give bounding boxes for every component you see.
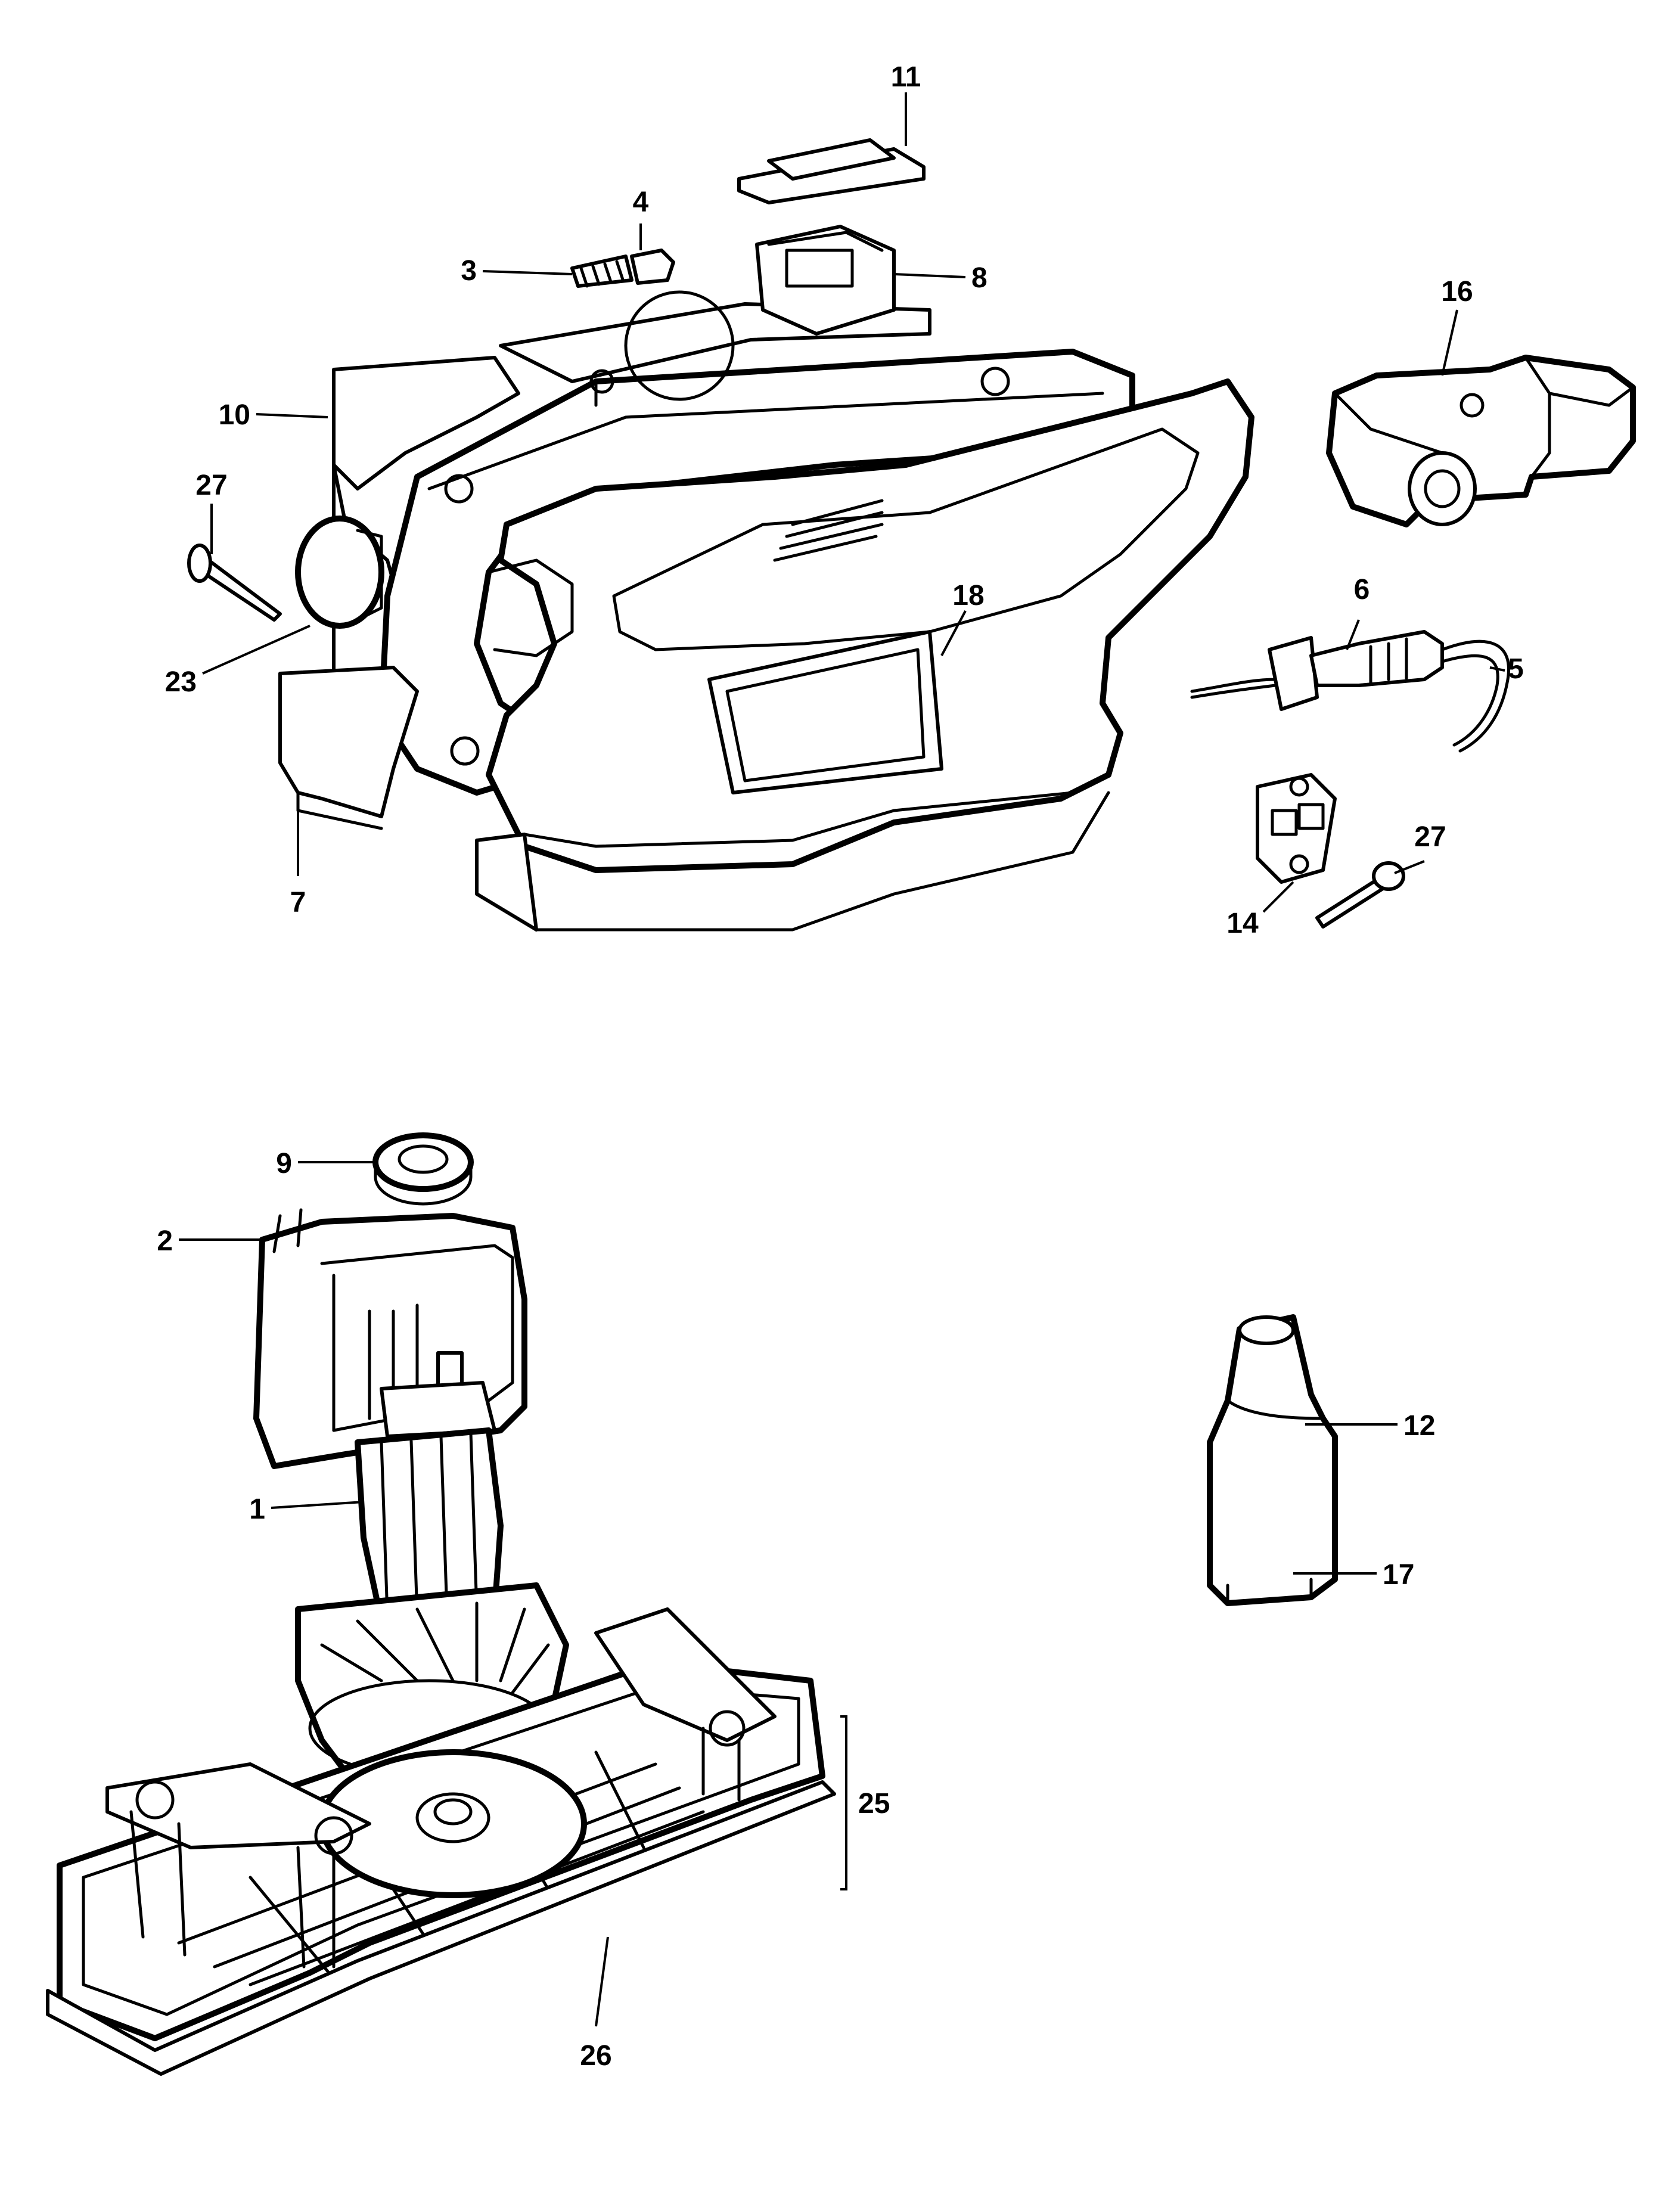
callout-3: 3 — [461, 255, 477, 287]
cord-and-guard — [1190, 630, 1510, 753]
knob — [295, 516, 384, 629]
switch-cover — [737, 138, 926, 204]
callout-7: 7 — [290, 887, 306, 918]
callout-1: 1 — [249, 1494, 265, 1525]
screw-left — [187, 544, 282, 622]
bracket-25 — [840, 1715, 847, 1890]
brush-holder — [1326, 355, 1636, 527]
callout-9: 9 — [276, 1148, 292, 1179]
cord-clamp — [1256, 773, 1337, 884]
callout-12: 12 — [1403, 1410, 1435, 1442]
dust-nozzle — [1207, 1314, 1338, 1606]
callout-6: 6 — [1354, 574, 1370, 606]
bearing — [372, 1132, 474, 1206]
base-platen — [57, 1607, 825, 2041]
callout-18: 18 — [952, 580, 984, 611]
callout-labels: 11 4 3 8 16 10 27 23 6 5 18 7 14 27 9 2 … — [157, 61, 1523, 2072]
leader-lines — [179, 92, 1505, 2027]
callout-25: 25 — [858, 1788, 890, 1820]
callout-10: 10 — [219, 399, 250, 431]
callout-8: 8 — [971, 262, 987, 294]
switch — [755, 225, 896, 336]
callout-16: 16 — [1441, 276, 1473, 308]
callout-27-right: 27 — [1414, 821, 1446, 853]
spring-and-stud — [570, 249, 675, 288]
callout-11: 11 — [891, 61, 921, 93]
callout-27-left: 27 — [195, 470, 227, 501]
callout-14: 14 — [1226, 908, 1259, 939]
sanding-pad — [46, 1780, 836, 2076]
callout-23: 23 — [165, 666, 197, 698]
callout-5: 5 — [1508, 653, 1524, 685]
screw-right — [1315, 861, 1405, 929]
housing-assembly — [278, 290, 1254, 932]
callout-17: 17 — [1383, 1559, 1414, 1591]
callout-2: 2 — [157, 1225, 173, 1257]
callout-26: 26 — [580, 2040, 611, 2072]
callout-4: 4 — [633, 187, 649, 218]
